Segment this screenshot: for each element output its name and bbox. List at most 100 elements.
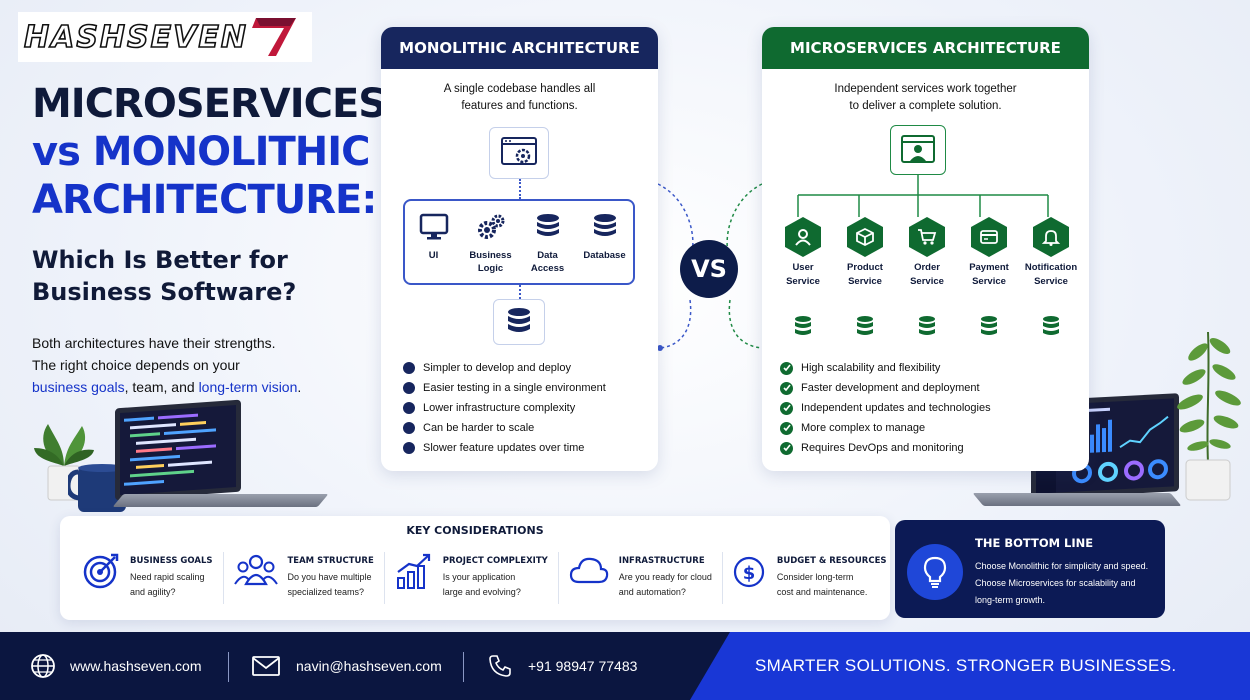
intro-end: .: [297, 379, 302, 395]
headline-line2: vs MONOLITHIC: [32, 129, 370, 175]
list-item: Independent updates and technologies: [780, 398, 991, 418]
intro-line3: business goals, team, and long-term visi…: [32, 376, 332, 398]
bullet-text: Easier testing in a single environment: [423, 382, 606, 394]
footer-website[interactable]: www.hashseven.com: [30, 632, 202, 700]
coffee-mug-illustration: [65, 464, 132, 519]
monolithic-card: MONOLITHIC ARCHITECTURE A single codebas…: [381, 27, 658, 471]
phone-link[interactable]: +91 98947 77483: [528, 658, 638, 674]
layer-data-access: Data Access: [522, 213, 574, 283]
database-icon: [593, 214, 616, 236]
layer-ui: UI: [408, 213, 460, 283]
database-icon: [1043, 316, 1059, 335]
consideration-head: PROJECT COMPLEXITY: [442, 556, 548, 566]
service-label-2: Service: [910, 276, 944, 287]
monolithic-bullets: Simpler to develop and deploy Easier tes…: [403, 358, 606, 458]
service-databases: [772, 315, 1082, 339]
laptop-left-illustration: [115, 399, 241, 501]
microservices-bullets: High scalability and flexibility Faster …: [780, 358, 991, 458]
globe-icon: [31, 654, 55, 678]
layer-label-2: Access: [530, 263, 565, 274]
bottom-line-1: Choose Monolithic for simplicity and spe…: [975, 561, 1149, 571]
layer-database: Database: [579, 213, 631, 283]
monolithic-description: A single codebase handles all features a…: [381, 81, 658, 115]
service-label: User: [792, 262, 814, 273]
bullet-text: Requires DevOps and monitoring: [801, 442, 964, 454]
footer-email[interactable]: navin@hashseven.com: [252, 632, 442, 700]
list-item: More complex to manage: [780, 418, 991, 438]
bullet-icon: [403, 382, 415, 394]
microservices-card: MICROSERVICES ARCHITECTURE Independent s…: [762, 27, 1089, 471]
intro-line1: Both architectures have their strengths.: [32, 335, 276, 351]
footer-accent: [690, 632, 1250, 700]
consideration-line2: large and evolving?: [442, 587, 521, 597]
consideration-budget: $ BUDGET & RESOURCES Consider long-term co…: [733, 552, 887, 606]
layer-label: Database: [583, 250, 626, 261]
monolithic-desc-line1: A single codebase handles all: [443, 83, 596, 95]
connector-arcs: [657, 183, 763, 351]
user-icon: [785, 217, 821, 257]
service-user: User Service: [772, 217, 834, 289]
bullet-text: High scalability and flexibility: [801, 362, 941, 374]
intro-text: Both architectures have their strengths.…: [32, 332, 332, 398]
service-order: Order Service: [896, 217, 958, 289]
divider: [383, 552, 385, 604]
monolithic-layers: UI Business Logic Data Access Database: [403, 199, 635, 285]
database-icon: [919, 316, 935, 335]
consideration-head: INFRASTRUCTURE: [618, 556, 705, 566]
footer-phone[interactable]: +91 98947 77483: [488, 632, 637, 700]
consideration-line1: Consider long-term: [776, 572, 854, 582]
database-icon: [981, 316, 997, 335]
intro-sep: , team, and: [124, 379, 199, 395]
service-tree-lines: [797, 175, 1049, 217]
consideration-head: TEAM STRUCTURE: [287, 556, 374, 566]
service-label-2: Service: [1034, 276, 1068, 287]
service-list: User Service Product Service Order Servi…: [772, 217, 1082, 289]
brand-logo[interactable]: Hashseven: [18, 12, 312, 62]
consideration-line1: Need rapid scaling: [130, 572, 205, 582]
consideration-head: BUDGET & RESOURCES: [776, 556, 887, 566]
consideration-line2: and agility?: [130, 587, 176, 597]
plant-right-illustration: [1168, 322, 1250, 507]
brand-wordmark: Hashseven: [23, 19, 248, 56]
layer-label: Data: [537, 250, 558, 261]
layer-label: UI: [428, 250, 439, 261]
gears-icon: [477, 214, 504, 239]
consideration-line1: Are you ready for cloud: [618, 572, 712, 582]
list-item: Requires DevOps and monitoring: [780, 438, 991, 458]
bottom-line-2: Choose Microservices for scalability and: [975, 578, 1136, 588]
dollar-icon: $: [733, 556, 764, 588]
card-icon: [971, 217, 1007, 257]
headline-line1: MICROSERVICES: [32, 81, 387, 127]
intro-highlight-vision: long-term vision: [198, 379, 298, 395]
subtitle-line1: Which Is Better for: [32, 246, 288, 274]
consideration-line2: cost and maintenance.: [776, 587, 868, 597]
divider: [463, 652, 464, 682]
headline-subtitle: Which Is Better for Business Software?: [32, 244, 372, 308]
phone-icon: [489, 655, 511, 677]
check-icon: [780, 381, 793, 395]
bullet-text: Faster development and deployment: [801, 382, 980, 394]
bullet-text: Lower infrastructure complexity: [423, 402, 576, 414]
bullet-icon: [403, 422, 415, 434]
list-item: Slower feature updates over time: [403, 438, 606, 458]
lightbulb-icon: [907, 544, 963, 600]
check-icon: [780, 421, 793, 435]
divider: [222, 552, 224, 604]
monolithic-desc-line2: features and functions.: [461, 100, 578, 112]
gateway-box: [890, 125, 946, 175]
email-link[interactable]: navin@hashseven.com: [296, 658, 442, 674]
bullet-text: Slower feature updates over time: [423, 442, 585, 454]
list-item: Easier testing in a single environment: [403, 378, 606, 398]
website-link[interactable]: www.hashseven.com: [70, 658, 202, 674]
headline-block: MICROSERVICES vs MONOLITHIC ARCHITECTURE…: [32, 80, 387, 308]
service-label: Product: [847, 262, 883, 273]
bullet-text: More complex to manage: [801, 422, 926, 434]
micro-desc-line2: to deliver a complete solution.: [849, 100, 1002, 112]
bottom-line-title: THE BOTTOM LINE: [975, 536, 1094, 550]
list-item: High scalability and flexibility: [780, 358, 991, 378]
cloud-icon: [569, 557, 609, 584]
